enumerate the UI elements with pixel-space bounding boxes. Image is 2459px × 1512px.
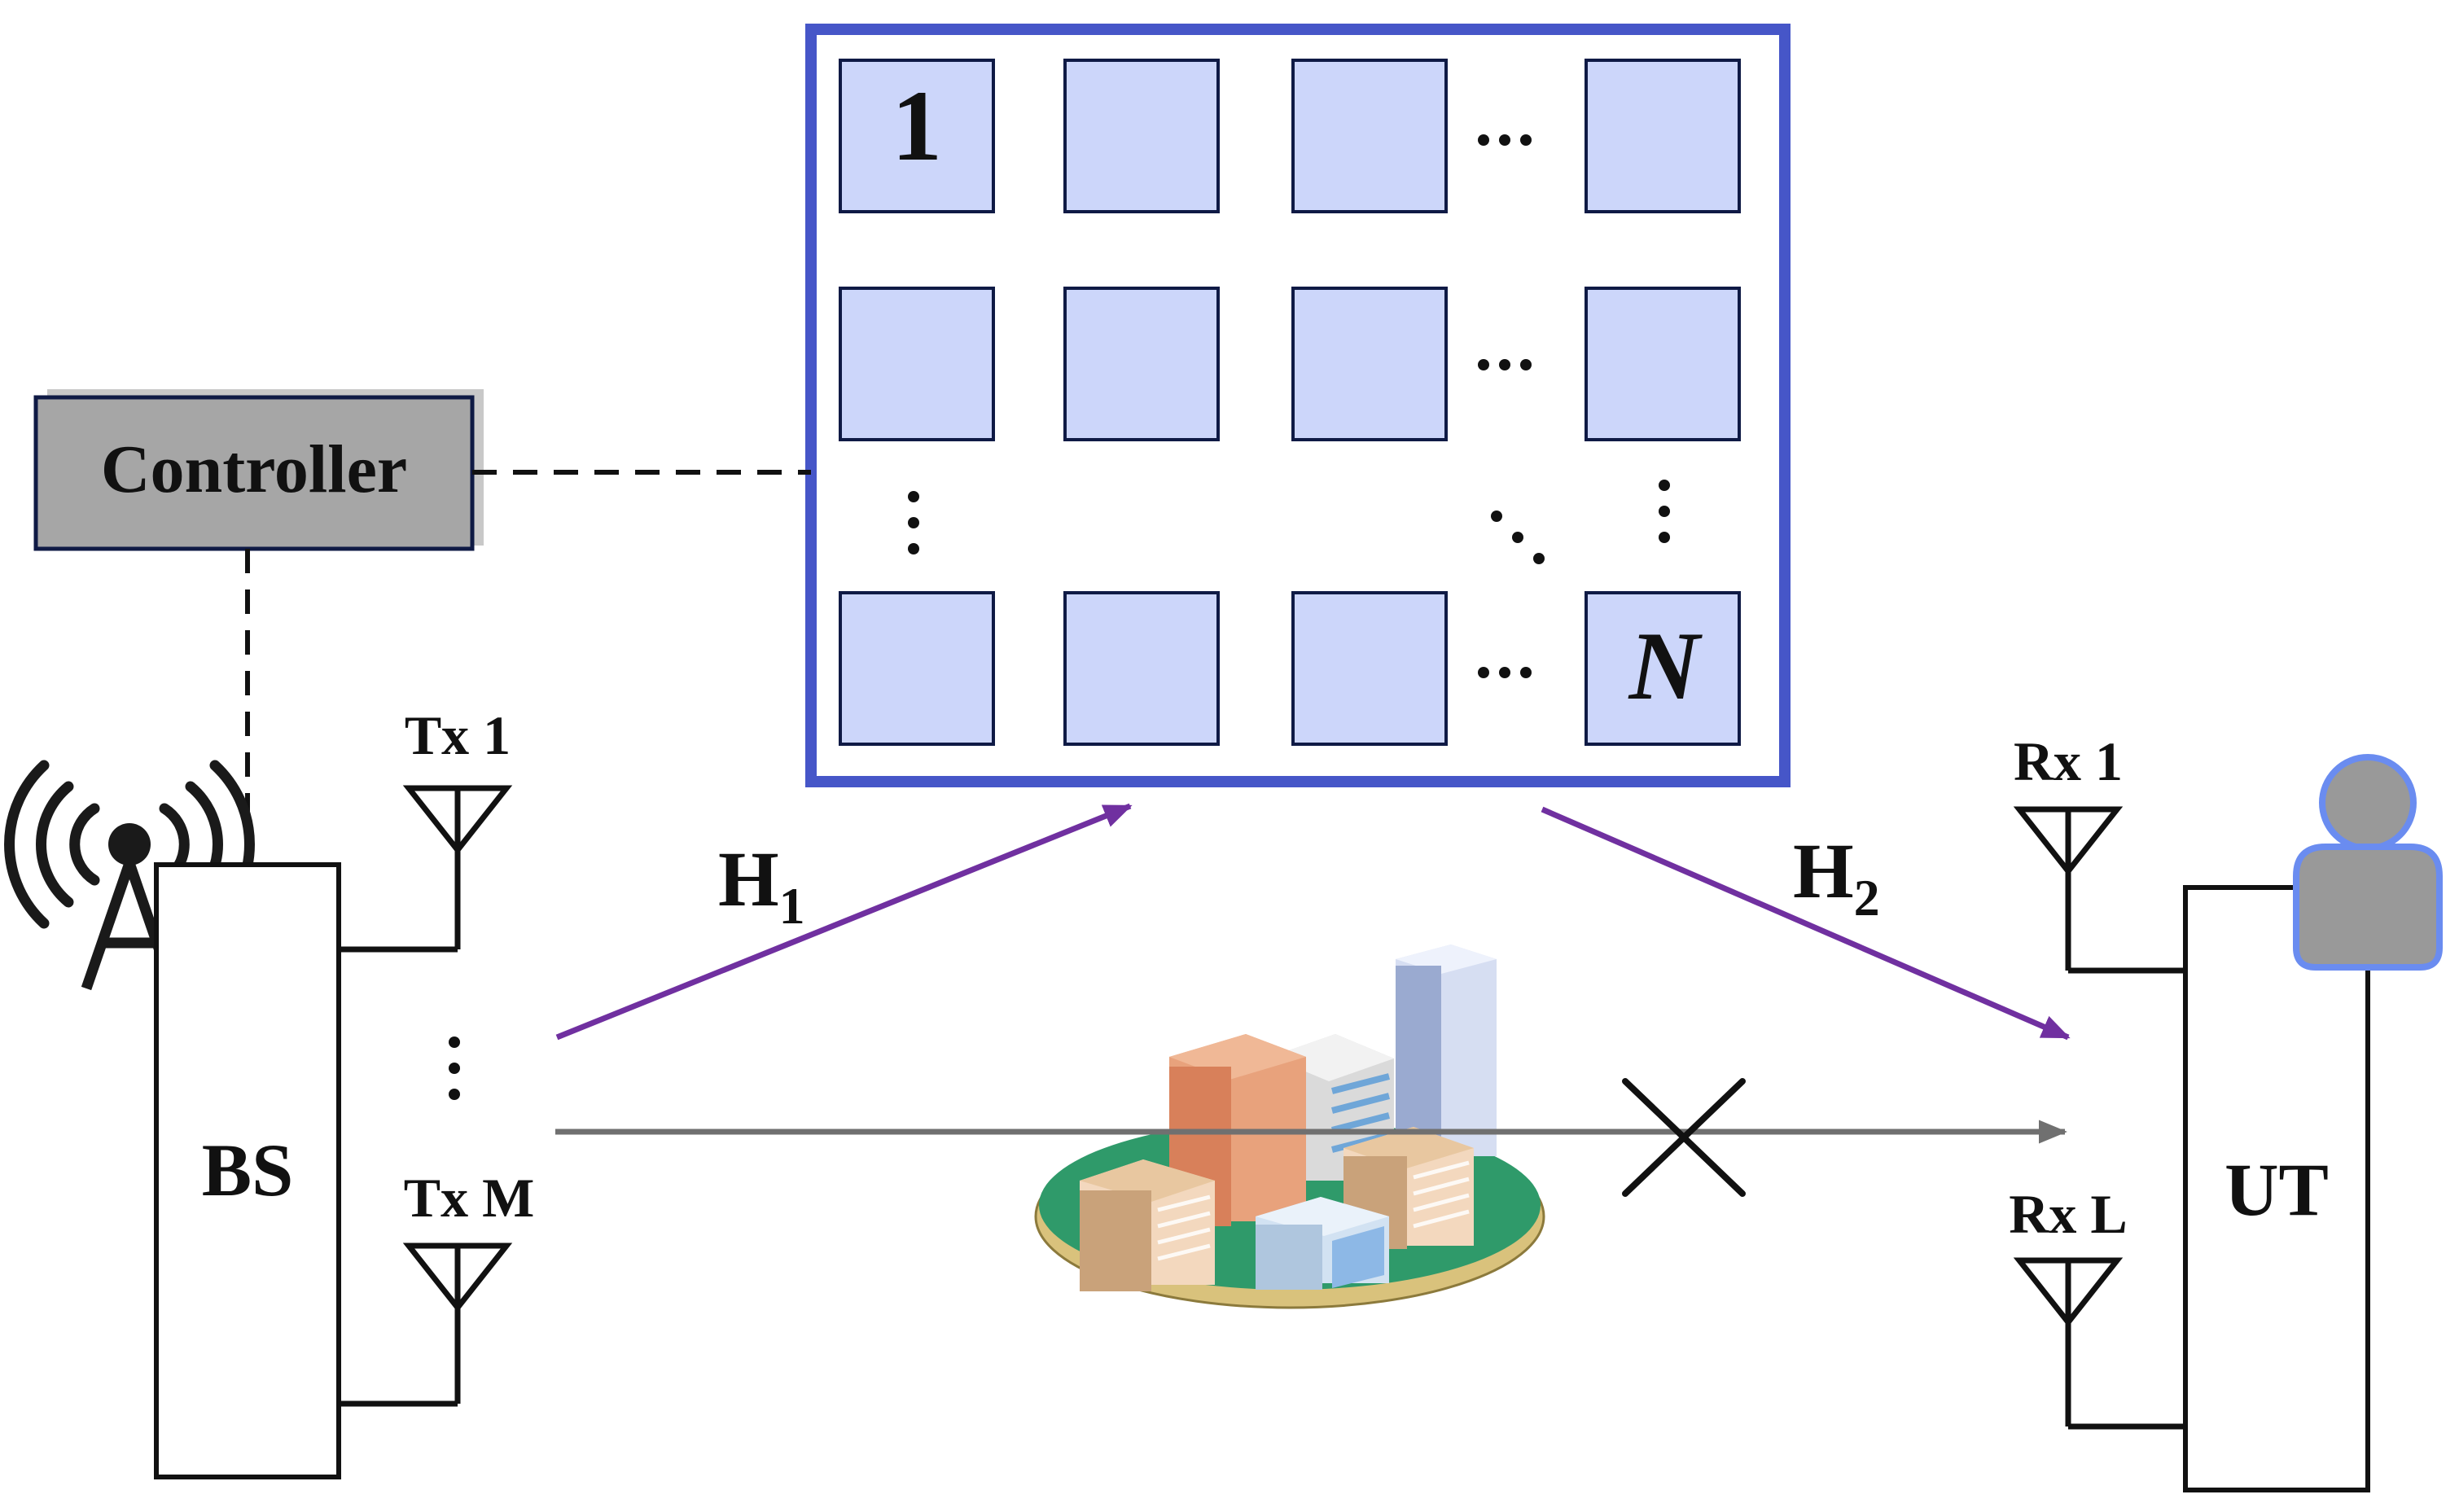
tx-vertical-ellipsis (449, 1036, 460, 1100)
antenna-icon (339, 785, 513, 953)
ris-element (1585, 287, 1741, 441)
ris-element (1063, 59, 1220, 213)
ellipsis-dots (908, 134, 1670, 678)
ris-element (1291, 591, 1448, 746)
ris-element (1291, 287, 1448, 441)
bs-box (154, 862, 341, 1479)
controller-box: Controller (33, 389, 484, 551)
h1-arrow (555, 803, 1133, 1041)
ris-element-grid (839, 59, 1741, 746)
ris-element (839, 591, 995, 746)
rx1-label: Rx 1 (2014, 730, 2123, 792)
txm-label: Tx M (404, 1167, 535, 1229)
cross-icon (1622, 1078, 1746, 1197)
ris-element (1585, 59, 1741, 213)
h2-label: H2 (1793, 827, 1880, 927)
ris-element (839, 287, 995, 441)
controller-label: Controller (101, 432, 407, 507)
ris-element-last-label: N (1628, 611, 1703, 720)
ris-panel: 1 N (805, 24, 1791, 787)
antenna-icon (2013, 1257, 2185, 1430)
ris-element (1585, 591, 1741, 746)
antenna-icon (2013, 806, 2185, 974)
ris-element (839, 59, 995, 213)
ris-element-first-label: 1 (892, 70, 942, 182)
ut-label: UT (2224, 1148, 2329, 1231)
tx1-label: Tx 1 (405, 704, 511, 766)
city-buildings-icon (1034, 944, 1545, 1309)
h2-arrow (1541, 806, 2071, 1041)
bs-label: BS (202, 1129, 294, 1212)
h1-label: H1 (718, 835, 805, 935)
ris-element (1063, 591, 1220, 746)
ris-element (1063, 287, 1220, 441)
user-icon (2293, 754, 2443, 971)
ris-element (1291, 59, 1448, 213)
ut-box (2183, 885, 2370, 1492)
antenna-icon (339, 1242, 513, 1407)
rxl-label: Rx L (2009, 1183, 2127, 1245)
